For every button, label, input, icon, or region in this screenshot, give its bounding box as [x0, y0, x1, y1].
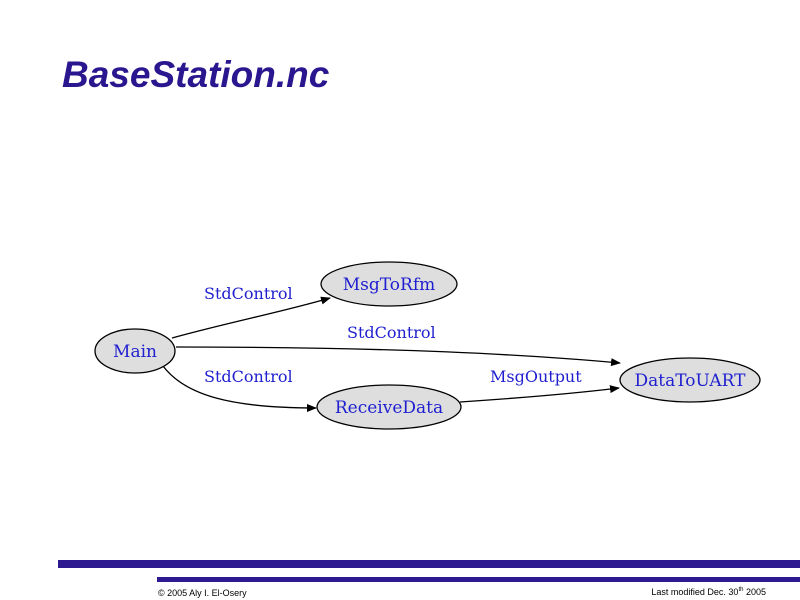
node-receivedata: ReceiveData — [316, 384, 462, 430]
footer-last-modified-prefix: Last modified Dec. 30 — [651, 587, 739, 597]
node-main: Main — [94, 328, 176, 374]
footer-rule-thin — [157, 577, 800, 582]
edge-main-to-datatouart — [175, 346, 621, 367]
footer-copyright: © 2005 Aly I. El-Osery — [158, 588, 247, 598]
slide-title: BaseStation.nc — [62, 54, 330, 95]
edge-label-main-to-msgtorfm: StdControl — [204, 284, 293, 303]
edge-receivedata-to-datatouart — [459, 385, 620, 403]
node-label-main: Main — [113, 342, 157, 362]
footer-last-modified-sup: th — [738, 587, 744, 593]
footer-rule-thick — [58, 560, 800, 568]
footer-last-modified: Last modified Dec. 30th 2005 — [651, 587, 766, 598]
edge-main-to-receivedata — [162, 365, 317, 412]
footer-last-modified-year: 2005 — [745, 587, 766, 597]
edge-main-to-msgtorfm — [171, 296, 331, 339]
node-label-receivedata: ReceiveData — [335, 398, 443, 418]
edge-label-main-to-receivedata: StdControl — [204, 367, 293, 386]
node-label-datatouart: DataToUART — [635, 371, 747, 391]
node-datatouart: DataToUART — [619, 357, 761, 403]
edge-label-receivedata-to-datatouart: MsgOutput — [490, 367, 582, 386]
node-label-msgtorfm: MsgToRfm — [343, 275, 435, 295]
edge-label-main-to-datatouart: StdControl — [347, 323, 436, 342]
node-msgtorfm: MsgToRfm — [320, 261, 458, 307]
